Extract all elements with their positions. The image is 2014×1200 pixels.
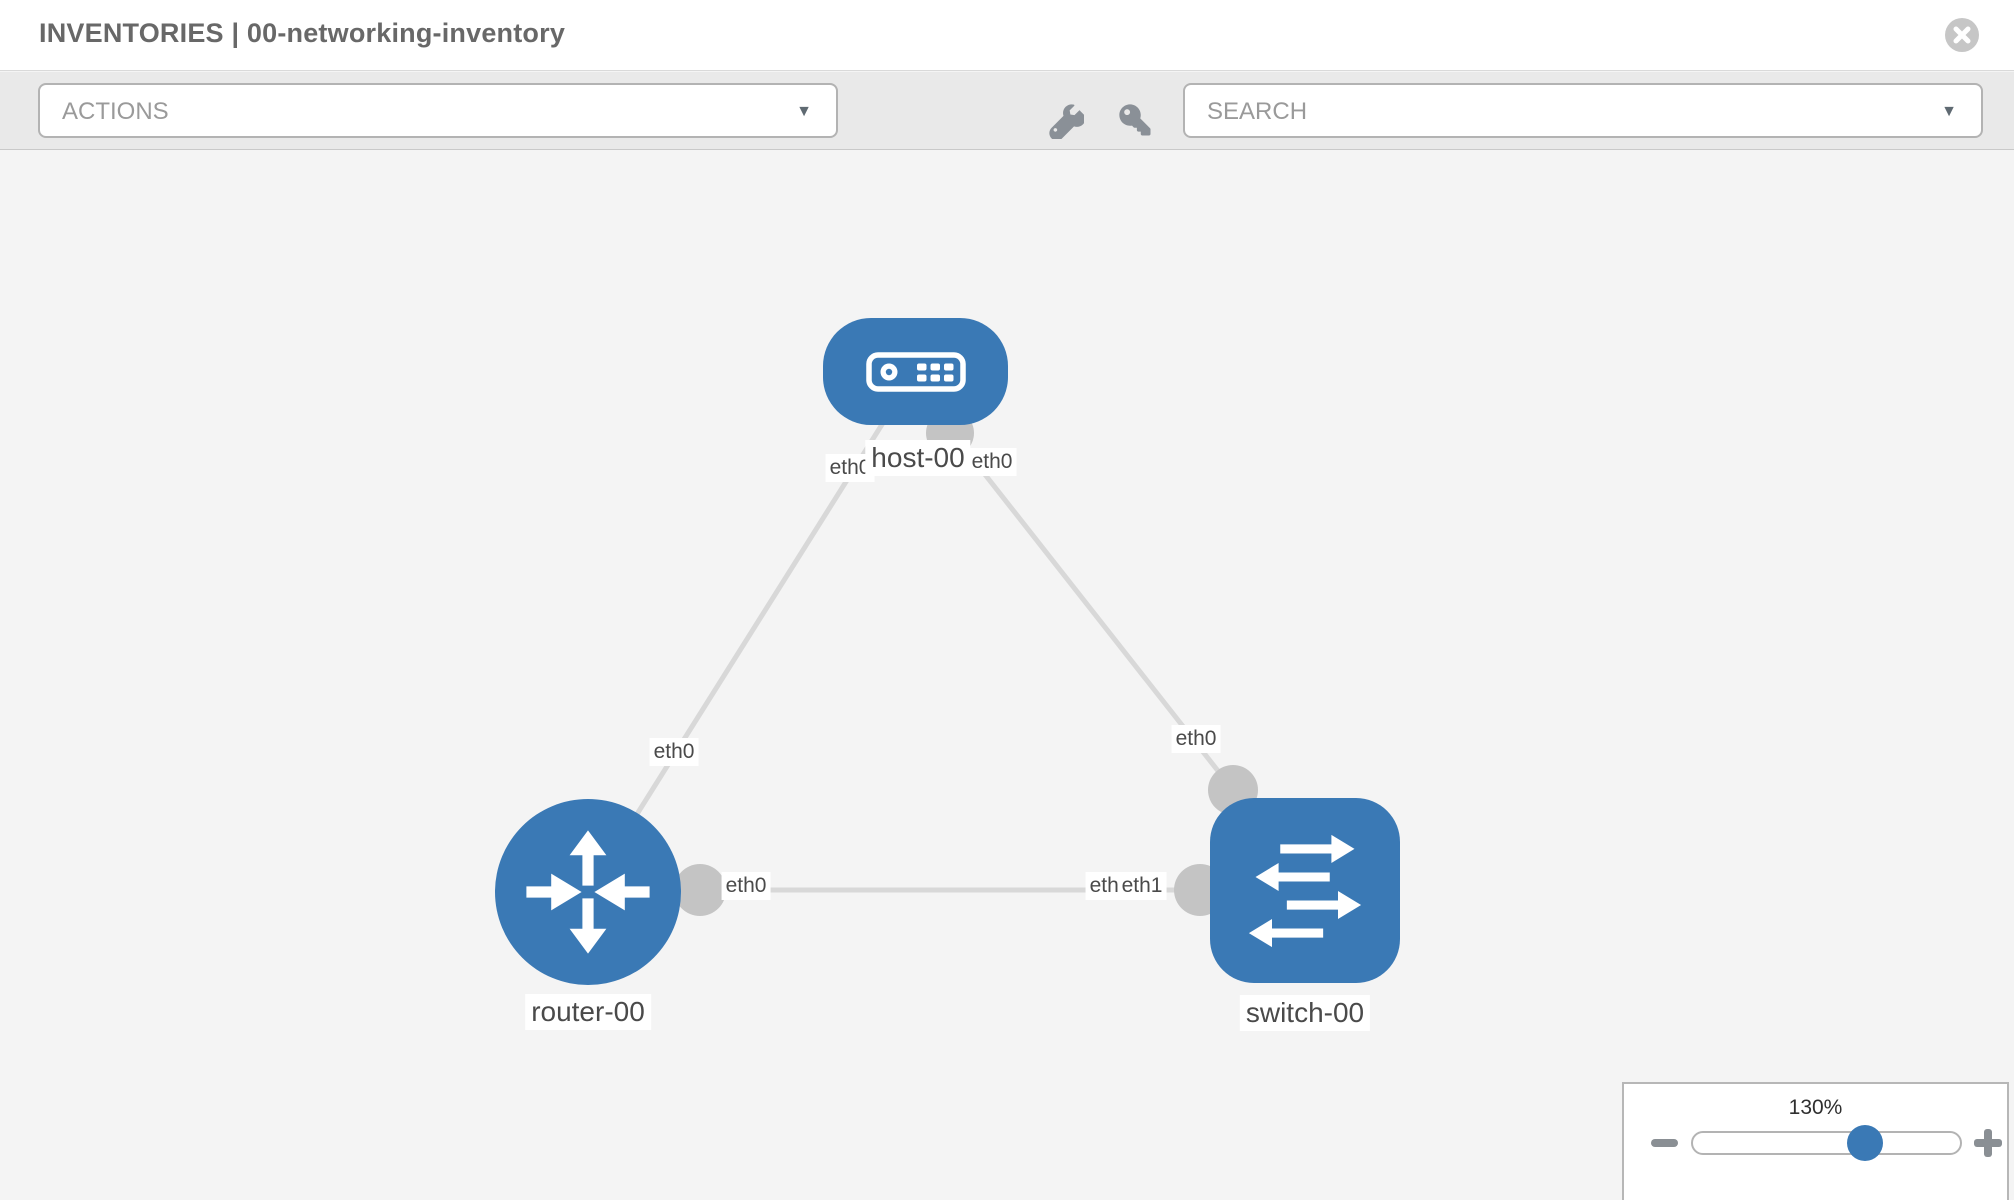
node-label-host-00: host-00 [865, 440, 971, 476]
zoom-slider-thumb[interactable] [1847, 1125, 1883, 1161]
zoom-out-icon[interactable] [1651, 1139, 1678, 1147]
interface-label-switch-eth1-mid: eth1 [1117, 872, 1167, 900]
chevron-down-icon: ▼ [1941, 103, 1957, 120]
zoom-level-value: 130% [1788, 1096, 1843, 1119]
router-icon [526, 830, 650, 954]
chevron-down-icon: ▼ [796, 103, 812, 120]
actions-dropdown[interactable]: ACTIONS ▼ [38, 83, 838, 138]
switch-icon [1248, 834, 1362, 947]
topology-canvas[interactable]: eth0 eth0 eth0 eth0 eth0 eth0 eth1 host-… [0, 150, 2014, 1200]
zoom-in-icon[interactable] [1974, 1129, 2002, 1157]
interface-label-router-eth0-top: eth0 [649, 738, 699, 766]
search-dropdown-label: SEARCH [1207, 98, 1308, 125]
node-router-00[interactable] [495, 799, 681, 985]
endpoint-router-eth0[interactable] [674, 864, 726, 916]
actions-dropdown-label: ACTIONS [62, 98, 169, 125]
interface-label-switch-eth0-top: eth0 [1171, 725, 1221, 753]
header-bar: INVENTORIES | 00-networking-inventory [0, 0, 2014, 71]
wrench-icon[interactable] [1046, 101, 1084, 139]
close-icon [1953, 26, 1971, 44]
toolbar: ACTIONS ▼ SEARCH ▼ [0, 72, 2014, 150]
page-title: INVENTORIES | 00-networking-inventory [39, 18, 566, 48]
close-button[interactable] [1945, 18, 1979, 52]
topology-links-layer [585, 370, 1305, 916]
key-icon[interactable] [1116, 101, 1154, 139]
node-host-00[interactable] [823, 318, 1008, 425]
node-label-router-00: router-00 [525, 994, 651, 1030]
node-switch-00[interactable] [1210, 798, 1400, 983]
interface-label-host-eth0-right: eth0 [967, 448, 1017, 476]
node-label-switch-00: switch-00 [1239, 995, 1371, 1031]
search-dropdown[interactable]: SEARCH ▼ [1183, 83, 1983, 138]
zoom-slider-track[interactable] [1691, 1131, 1962, 1155]
interface-label-router-eth0-mid: eth0 [721, 872, 771, 900]
host-icon [865, 351, 966, 392]
zoom-control-panel: 130% [1622, 1082, 2009, 1200]
